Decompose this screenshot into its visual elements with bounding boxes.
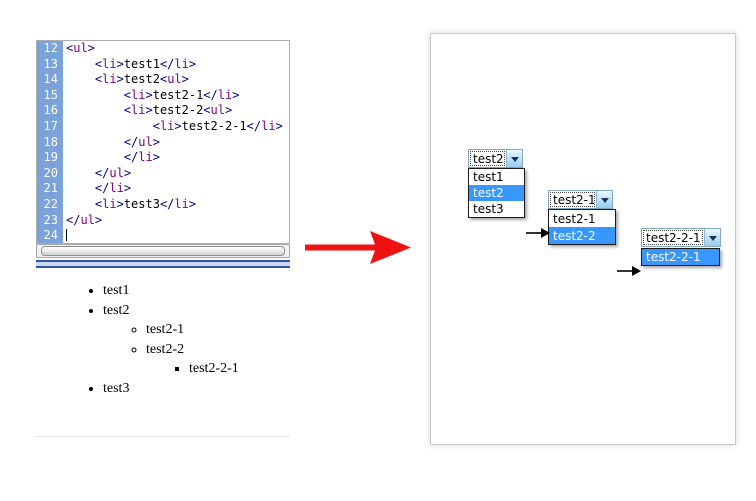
horizontal-scrollbar[interactable] (36, 244, 290, 258)
line-number: 21 (37, 181, 63, 197)
code-line: 23</ul> (37, 212, 289, 229)
dropdown-3-list: test2-2-1 (641, 248, 720, 266)
code-line: 14 <li>test2<ul> (37, 72, 289, 88)
code-line: 20 </ul> (37, 165, 289, 182)
code-line: 19 </li> (37, 150, 289, 166)
line-number: 14 (37, 72, 63, 88)
list-item: test3 (103, 379, 290, 399)
list-item: test2-1 (146, 320, 290, 340)
connector-arrow-icon (526, 228, 550, 238)
code-line: 13 <li>test1</li> (37, 56, 289, 73)
code-text: </li> (123, 150, 160, 165)
dropdown-option[interactable]: test2-1 (553, 211, 596, 226)
transform-arrow-icon (305, 231, 411, 264)
dropdown-option[interactable]: test3 (473, 202, 504, 216)
code-line: 17 <li>test2-2-1</li> (37, 118, 289, 135)
code-text: </ul> (94, 165, 132, 180)
line-number: 15 (37, 87, 63, 104)
line-number: 16 (37, 103, 63, 119)
line-number: 17 (37, 118, 63, 135)
line-number: 24 (37, 228, 63, 243)
code-text: <li>test2-2-1</li> (152, 118, 283, 133)
dropdown-2[interactable]: test2-1 (548, 190, 613, 209)
code-text: <li>test1</li> (94, 56, 197, 71)
code-line: 16 <li>test2-2<ul> (37, 103, 289, 119)
dropdown-option[interactable]: test1 (473, 170, 504, 184)
line-number: 23 (37, 212, 63, 229)
line-number: 22 (37, 196, 63, 213)
code-line: 22 <li>test3</li> (37, 196, 289, 213)
dropdown-1[interactable]: test2 (468, 149, 523, 168)
connector-arrow-icon (617, 266, 641, 276)
list-item: test1 (103, 281, 290, 301)
scrollbar-thumb[interactable] (41, 246, 285, 256)
dropdown-3[interactable]: test2-2-1 (641, 228, 721, 247)
code-text: </li> (94, 181, 132, 196)
code-text: <li>test3</li> (94, 196, 197, 211)
chevron-down-icon[interactable] (704, 229, 720, 246)
code-text: <ul> (66, 41, 95, 55)
dropdown-option[interactable]: test2 (469, 185, 524, 201)
code-text: <li>test2-1</li> (123, 87, 240, 102)
code-text: </ul> (66, 212, 103, 227)
code-text: </ul> (123, 134, 160, 149)
dropdown-selected-value[interactable]: test2-2-1 (643, 230, 703, 245)
list-item: test2-2-1 (189, 359, 290, 379)
code-editor[interactable]: 12<ul>13 <li>test1</li>14 <li>test2<ul>1… (36, 40, 290, 244)
code-text (63, 228, 289, 243)
line-number: 12 (37, 41, 63, 57)
code-text: <li>test2<ul> (94, 72, 189, 87)
dropdown-selected-value[interactable]: test2-1 (550, 192, 595, 207)
code-line: 24 (37, 228, 289, 243)
splitter-bar[interactable] (36, 260, 290, 268)
line-number: 18 (37, 134, 63, 151)
code-text: <li>test2-2<ul> (123, 103, 233, 118)
dropdown-selected-value[interactable]: test2 (470, 151, 505, 166)
chevron-down-icon[interactable] (506, 150, 522, 167)
chevron-down-icon[interactable] (596, 191, 612, 208)
line-number: 19 (37, 150, 63, 166)
code-line: 18 </ul> (37, 134, 289, 151)
code-line: 15 <li>test2-1</li> (37, 87, 289, 104)
dropdown-option[interactable]: test2-2-1 (642, 249, 719, 265)
dropdown-option[interactable]: test2-2 (549, 227, 615, 244)
preview-list: test2-2-1 (146, 359, 290, 379)
line-number: 20 (37, 165, 63, 182)
code-line: 12<ul> (37, 41, 289, 57)
line-number: 13 (37, 56, 63, 73)
text-caret (66, 228, 67, 241)
code-line: 21 </li> (37, 181, 289, 197)
